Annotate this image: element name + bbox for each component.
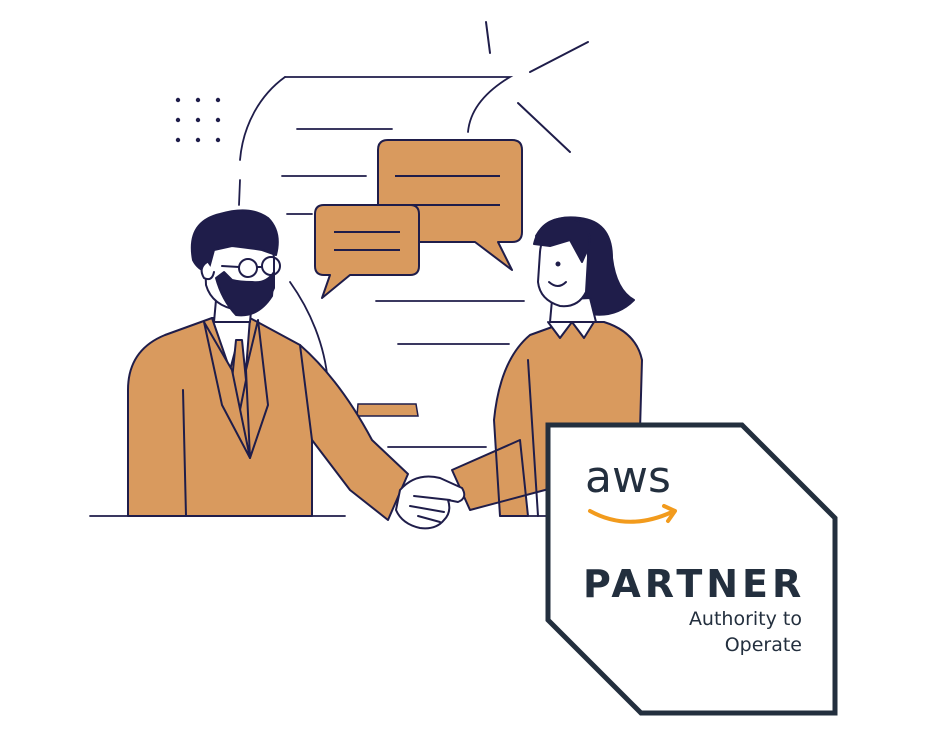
- floating-card: [356, 403, 419, 417]
- sparkle-lines-icon: [485, 21, 589, 153]
- subtitle-line-1: Authority to: [688, 608, 802, 630]
- aws-smile-icon: [588, 509, 674, 524]
- badge-subtitle: Authority to Operate: [602, 606, 802, 658]
- dot-grid-icon: [175, 97, 221, 143]
- partner-title: PARTNER: [583, 562, 806, 606]
- man-figure: [127, 209, 409, 521]
- subtitle-line-2: Operate: [724, 634, 802, 656]
- aws-logo-text: aws: [585, 452, 671, 503]
- partner-badge: [545, 422, 838, 716]
- speech-bubble-icon: [314, 204, 420, 299]
- handshake-icon: [395, 475, 466, 530]
